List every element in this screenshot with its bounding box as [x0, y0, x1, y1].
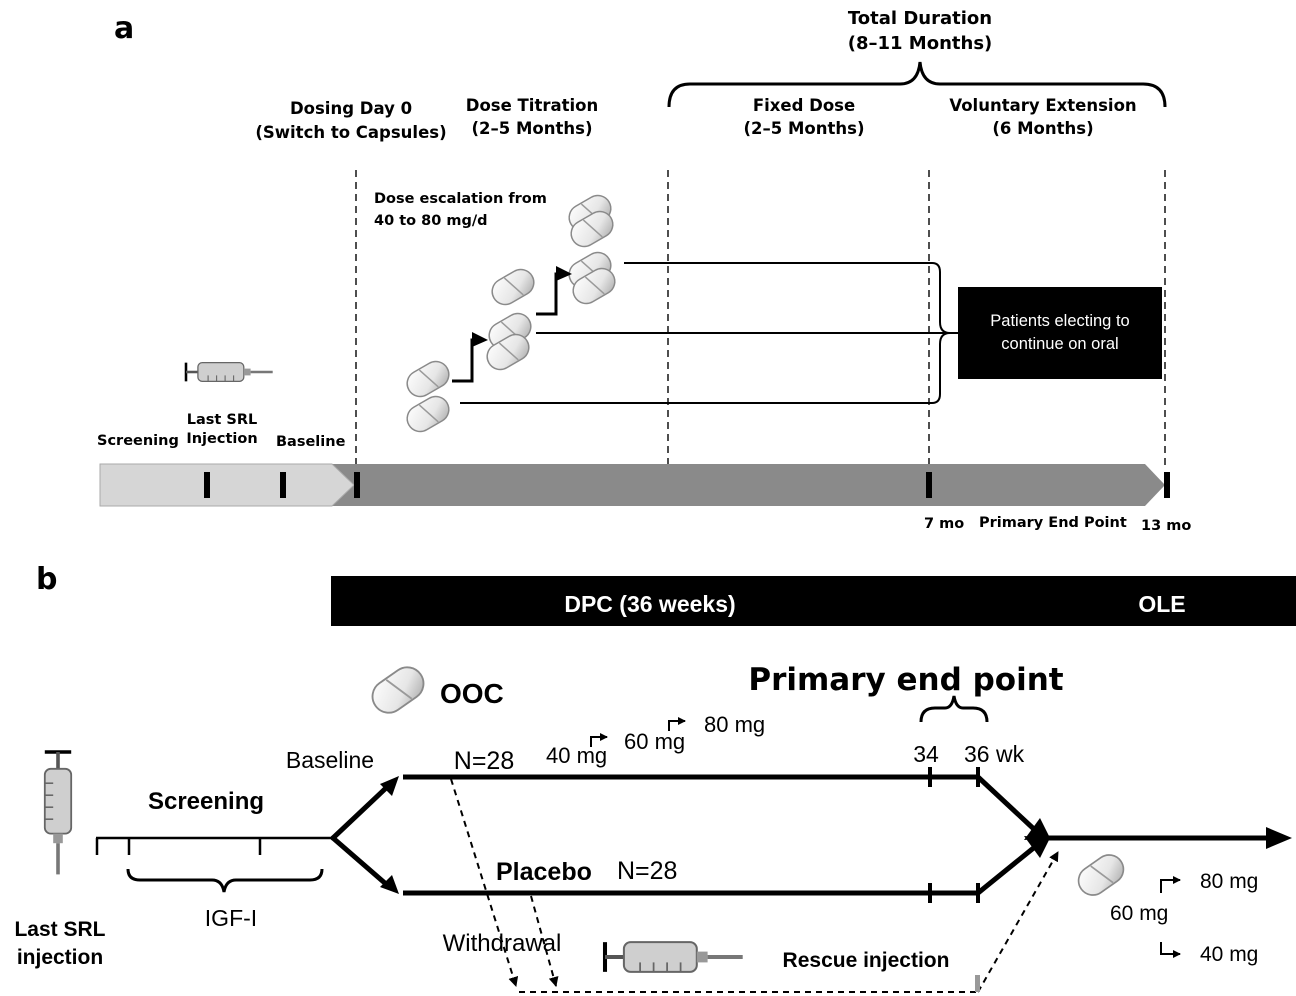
week-34-label: 34 — [913, 741, 939, 767]
rescue-tick — [975, 975, 980, 992]
thirteen-month-label: 13 mo — [1141, 518, 1191, 534]
screening-line — [95, 836, 332, 855]
phase-title: Voluntary Extension — [949, 96, 1136, 115]
dose-line-80 — [624, 262, 941, 322]
dose-escalation-text-2: 40 to 80 mg/d — [374, 213, 488, 229]
panel-b-label: b — [36, 562, 57, 597]
arrowhead-down — [380, 875, 399, 894]
phase-subtitle: (6 Months) — [992, 119, 1093, 138]
week-36-label: 36 wk — [964, 741, 1025, 767]
merge-arrowhead — [1024, 836, 1050, 858]
seven-month-label: 7 mo — [924, 516, 964, 532]
panel-a: a Total Duration (8–11 Months) Dosing Da… — [97, 8, 1191, 534]
phase-dosing-day-0: Dosing Day 0 (Switch to Capsules) — [255, 99, 446, 142]
last-srl-label-1: Last SRL — [14, 918, 105, 941]
screening-label: Screening — [97, 433, 179, 449]
tick-last-srl — [204, 472, 210, 498]
ole-dose-80mg: 80 mg — [1200, 870, 1258, 893]
capsule-icon — [401, 390, 455, 438]
phase-title: Dosing Day 0 — [290, 99, 412, 118]
withdrawal-label: Withdrawal — [443, 930, 562, 957]
ooc-arm-line — [403, 767, 1038, 833]
patients-electing-text-2: continue on oral — [1001, 335, 1118, 353]
phase-title: Fixed Dose — [753, 96, 855, 115]
dose-lines — [460, 262, 958, 404]
randomization-arrows — [330, 785, 389, 887]
baseline-label: Baseline — [286, 747, 374, 773]
primary-end-point-brace — [919, 695, 989, 723]
ole-dose-40mg: 40 mg — [1200, 943, 1258, 966]
ole-label: OLE — [1138, 591, 1185, 617]
total-duration-brace — [667, 61, 1167, 108]
ole-arrowhead — [1266, 827, 1292, 849]
phase-subtitle: (Switch to Capsules) — [255, 123, 446, 142]
last-srl-label-1: Last SRL — [187, 412, 257, 428]
ole-dose-60mg: 60 mg — [1110, 902, 1168, 925]
phase-subtitle: (2–5 Months) — [744, 119, 865, 138]
capsule-icon — [365, 659, 431, 721]
syringe-icon — [605, 942, 743, 972]
step-down-arrow-icon — [1160, 942, 1181, 958]
last-srl-label-2: injection — [17, 946, 103, 969]
dpc-label: DPC (36 weeks) — [564, 591, 735, 617]
step-up-arrow-icon — [1160, 876, 1181, 893]
syringe-icon — [184, 361, 274, 383]
phase-dose-titration: Dose Titration (2–5 Months) — [466, 96, 598, 138]
last-srl-label-2: Injection — [186, 431, 257, 447]
step-arrow-icon — [536, 266, 572, 316]
panel-a-label: a — [114, 11, 134, 46]
timeline-ticks — [204, 472, 1170, 498]
capsule-icon — [486, 263, 540, 311]
arrowhead-up — [380, 776, 399, 796]
step-arrow-icon — [452, 332, 488, 383]
ooc-n-label: N=28 — [454, 747, 514, 775]
primary-end-point-title: Primary end point — [748, 662, 1063, 698]
phase-subtitle: (2–5 Months) — [472, 119, 593, 138]
phase-voluntary-extension: Voluntary Extension (6 Months) — [949, 96, 1136, 138]
placebo-n-label: N=28 — [617, 857, 677, 885]
tick-13mo — [1164, 472, 1170, 498]
timeline-main-bar — [331, 464, 1165, 506]
capsule-icon — [1072, 848, 1130, 902]
tick-baseline — [280, 472, 286, 498]
patients-electing-box — [958, 287, 1162, 379]
withdrawal-lines — [450, 778, 1059, 993]
tick-day0 — [354, 472, 360, 498]
syringe-icon — [42, 750, 73, 877]
ooc-label: OOC — [440, 678, 504, 709]
primary-end-point-label: Primary End Point — [979, 515, 1127, 531]
total-duration-range: (8–11 Months) — [848, 33, 993, 54]
dose-60mg: 60 mg — [624, 729, 685, 754]
dpc-ole-bar — [331, 576, 1296, 626]
step-arrow-icon — [668, 717, 686, 731]
capsule-icon — [401, 355, 455, 403]
igf-label: IGF-I — [205, 905, 257, 931]
placebo-label: Placebo — [496, 858, 592, 886]
total-duration-title: Total Duration — [848, 8, 992, 29]
phase-fixed-dose: Fixed Dose (2–5 Months) — [744, 96, 865, 138]
baseline-label: Baseline — [276, 434, 346, 450]
dose-40mg: 40 mg — [546, 743, 607, 768]
igf-brace — [126, 868, 324, 893]
dose-80mg: 80 mg — [704, 712, 765, 737]
phase-title: Dose Titration — [466, 96, 598, 115]
patients-electing-text-1: Patients electing to — [990, 312, 1129, 330]
step-arrow-icon — [590, 733, 608, 747]
merge-arrowhead — [1024, 818, 1050, 840]
placebo-arm-line — [403, 844, 1038, 903]
dose-escalation-text-1: Dose escalation from — [374, 191, 547, 207]
panel-b: b DPC (36 weeks) OLE OOC Primary end poi… — [14, 562, 1296, 993]
tick-7mo — [926, 472, 932, 498]
dose-line-40 — [460, 344, 941, 404]
timeline-pre-bar — [99, 463, 355, 507]
screening-title: Screening — [148, 788, 264, 815]
rescue-injection-label: Rescue injection — [783, 949, 950, 972]
phase-dividers — [355, 170, 1166, 468]
